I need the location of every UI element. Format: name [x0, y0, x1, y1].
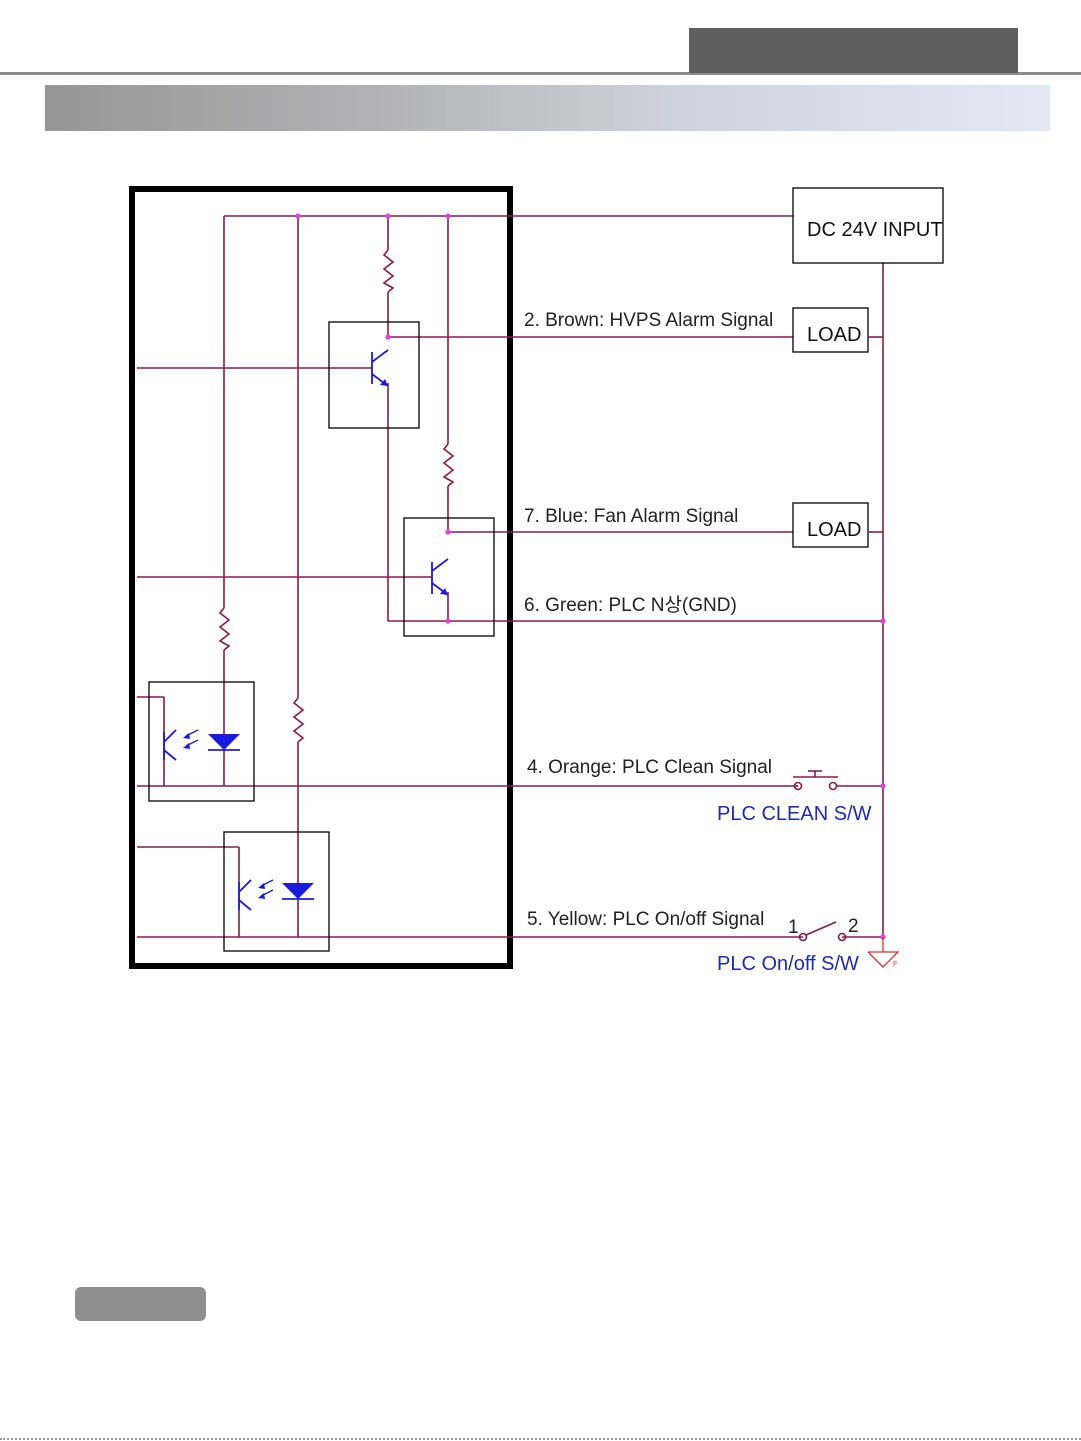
optocouplers — [164, 730, 314, 910]
dc-input-label: DC 24V INPUT — [807, 219, 943, 241]
label-onoff-switch: PLC On/off S/W — [717, 953, 859, 975]
external-boxes — [793, 188, 943, 547]
resistors — [220, 250, 453, 742]
page-tag-pill — [75, 1287, 206, 1321]
label-yellow-signal: 5. Yellow: PLC On/off Signal — [527, 909, 764, 930]
led-diode-2 — [282, 883, 314, 899]
resistor-r2 — [444, 444, 453, 486]
label-blue-signal: 7. Blue: Fan Alarm Signal — [524, 506, 738, 527]
load-label-1: LOAD — [807, 324, 861, 346]
label-orange-signal: 4. Orange: PLC Clean Signal — [527, 757, 772, 778]
resistor-r4 — [294, 698, 303, 742]
optocoupler-1-internals — [164, 730, 240, 760]
switch-pin-2: 2 — [848, 916, 859, 937]
optocoupler-2-internals — [239, 880, 314, 910]
footer-rule — [0, 1438, 1081, 1440]
label-green-signal: 6. Green: PLC N상(GND) — [524, 594, 737, 616]
led-diode-1 — [208, 734, 240, 750]
resistor-r1 — [384, 250, 393, 292]
label-clean-switch: PLC CLEAN S/W — [717, 803, 872, 825]
component-boxes — [149, 322, 494, 951]
load-label-2: LOAD — [807, 519, 861, 541]
ground-mark: F — [893, 961, 897, 968]
transistor-2 — [432, 559, 448, 595]
resistor-r3 — [220, 608, 229, 650]
transistor-1 — [372, 350, 388, 386]
push-switch — [793, 771, 838, 790]
transistors — [372, 350, 448, 595]
toggle-switch — [800, 922, 846, 941]
label-brown-signal: 2. Brown: HVPS Alarm Signal — [524, 310, 773, 331]
switch-pin-1: 1 — [788, 917, 799, 938]
